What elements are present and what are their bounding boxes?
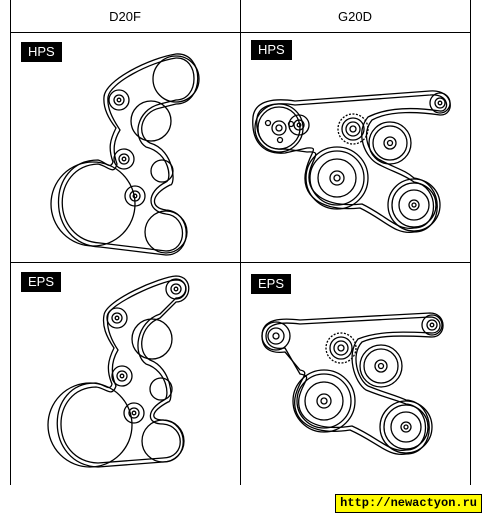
crankshaft-pulley — [305, 146, 369, 210]
badge-eps-d20f: EPS — [21, 272, 62, 292]
badge-hps-d20f: HPS — [21, 42, 62, 62]
drive-belt-inner — [60, 279, 187, 464]
source-url-label: http://newactyon.ru — [335, 494, 482, 513]
drive-belt-inner — [256, 94, 448, 229]
drive-belt — [261, 312, 444, 456]
row-divider — [10, 262, 471, 263]
belt-layout-table: D20F G20D HPS HPS EPS EPS — [10, 0, 471, 485]
idler-pulley-3 — [124, 185, 146, 207]
column-header-d20f: D20F — [109, 9, 141, 24]
idler-pulley-2 — [113, 148, 135, 170]
compressor-pulley — [379, 400, 433, 454]
idler-pulley-top-right — [421, 314, 443, 336]
drive-belt-inner — [265, 316, 441, 452]
column-header-g20d: G20D — [338, 9, 372, 24]
pulley-power-steering — [152, 55, 200, 103]
table-border-left — [10, 0, 11, 485]
drive-belt-inner — [61, 57, 195, 252]
drive-belt — [252, 90, 451, 234]
header-divider — [10, 32, 471, 33]
badge-eps-g20d: EPS — [251, 274, 292, 294]
toothed-pulley — [337, 113, 369, 145]
pulley-small-right — [149, 377, 173, 401]
idler-pulley-3 — [123, 402, 145, 424]
badge-hps-g20d: HPS — [251, 40, 292, 60]
pulley-bottom-right — [144, 210, 188, 254]
idler-pulley-left — [261, 321, 291, 351]
toothed-pulley — [325, 332, 357, 364]
alternator-pulley — [368, 121, 412, 165]
pulley-alternator — [131, 318, 173, 360]
idler-pulley-2 — [111, 365, 133, 387]
table-divider-vertical — [240, 0, 241, 485]
compressor-pulley — [387, 178, 441, 232]
idler-pulley-1 — [108, 89, 130, 111]
alternator-pulley — [359, 344, 403, 388]
table-border-right — [470, 0, 471, 485]
tensioner-pulley — [288, 114, 310, 136]
pulley-alternator — [130, 100, 172, 142]
drive-belt — [56, 275, 190, 468]
crankshaft-pulley — [292, 369, 356, 433]
drive-belt — [57, 53, 199, 256]
